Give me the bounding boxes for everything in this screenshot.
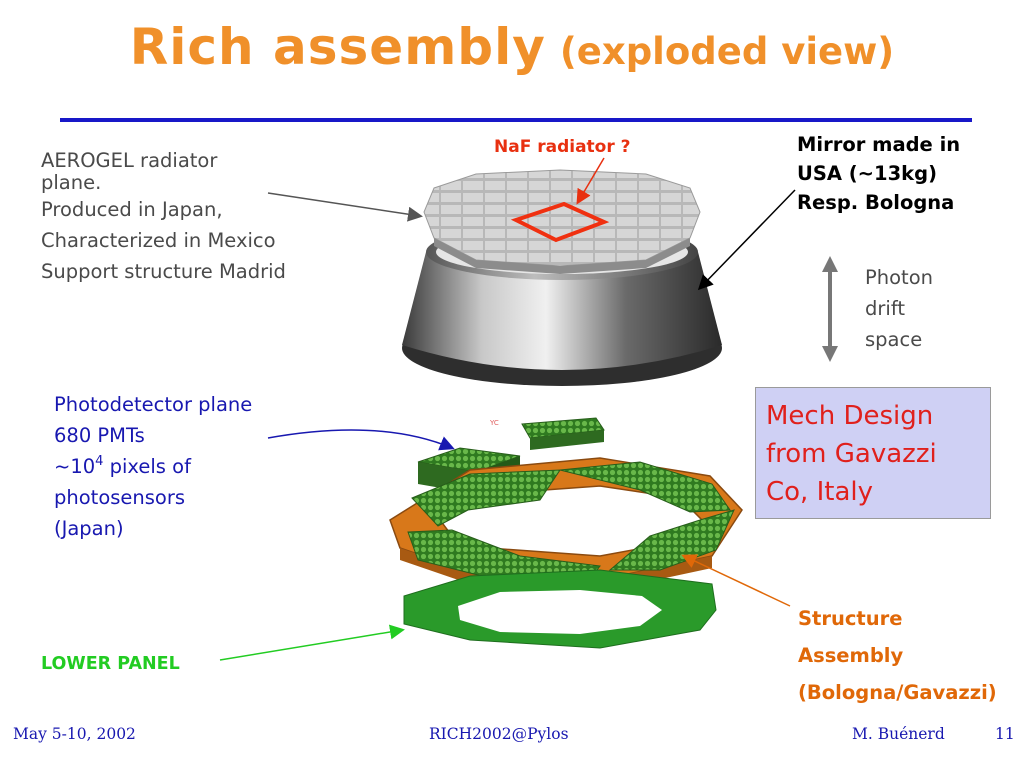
photodetector-arrow: [267, 429, 455, 451]
title-underline: [60, 118, 972, 122]
aerogel-line: AEROGEL radiator: [41, 149, 218, 172]
photon-drift-label: Photon drift space: [865, 262, 933, 355]
pmt-plane: [407, 461, 735, 585]
photodetector-line: Photodetector plane: [54, 393, 253, 416]
pixels-suffix: pixels of: [103, 455, 191, 478]
naf-arrow: [576, 157, 605, 205]
aerogel-arrow: [267, 192, 423, 222]
aerogel-line: Characterized in Mexico: [41, 229, 276, 252]
aerogel-plane: [423, 169, 701, 274]
pixels-prefix: ~10: [54, 455, 96, 478]
aerogel-line: plane.: [41, 171, 102, 194]
slide-title: Rich assembly (exploded view): [0, 18, 1024, 76]
photodetector-line: (Japan): [54, 517, 124, 540]
mech-design-box: Mech Design from Gavazzi Co, Italy: [755, 387, 991, 519]
aerogel-line: Produced in Japan,: [41, 198, 223, 221]
aerogel-line: Support structure Madrid: [41, 260, 286, 283]
mirror-description: Mirror made in USA (~13kg) Resp. Bologna: [797, 130, 960, 217]
structure-line: Structure: [798, 607, 903, 630]
mech-line: Mech Design: [766, 401, 934, 431]
footer-date: May 5-10, 2002: [13, 725, 136, 743]
pixels-exponent: 4: [95, 454, 104, 469]
drift-line: space: [865, 328, 923, 351]
mech-line: Co, Italy: [766, 477, 873, 507]
structure-arrow: [681, 554, 791, 607]
lower-panel-arrow: [219, 624, 405, 661]
aerogel-description: AEROGEL radiator plane. Produced in Japa…: [41, 150, 286, 287]
structure-line: Assembly: [798, 644, 904, 667]
pmt-tag: YC: [489, 419, 499, 427]
naf-radiator-square: [510, 201, 610, 243]
drift-line: Photon: [865, 266, 933, 289]
title-main: Rich assembly: [129, 18, 546, 76]
footer-page-number: 11: [995, 725, 1015, 743]
structure-assembly-label: Structure Assembly (Bologna/Gavazzi): [798, 600, 997, 711]
lower-panel-label: LOWER PANEL: [41, 654, 180, 674]
drift-line: drift: [865, 297, 905, 320]
photodetector-description: Photodetector plane 680 PMTs ~104 pixels…: [54, 389, 252, 544]
mirror-line: USA (~13kg): [797, 162, 937, 185]
mirror-line: Mirror made in: [797, 133, 961, 156]
lower-panel: [403, 569, 717, 649]
photodetector-pixels-line: ~104 pixels of: [54, 451, 252, 482]
naf-radiator-label: NaF radiator ?: [494, 137, 631, 157]
structure-line: (Bologna/Gavazzi): [798, 681, 997, 704]
photodetector-line: 680 PMTs: [54, 424, 145, 447]
photodetector-line: photosensors: [54, 486, 186, 509]
mech-line: from Gavazzi: [766, 439, 937, 469]
footer-conference: RICH2002@Pylos: [429, 725, 569, 743]
drift-space-double-arrow: [822, 256, 838, 362]
title-sub: (exploded view): [559, 30, 895, 73]
mirror-line: Resp. Bologna: [797, 191, 955, 214]
footer-author: M. Buénerd: [852, 725, 945, 743]
mirror-arrow: [697, 189, 796, 291]
